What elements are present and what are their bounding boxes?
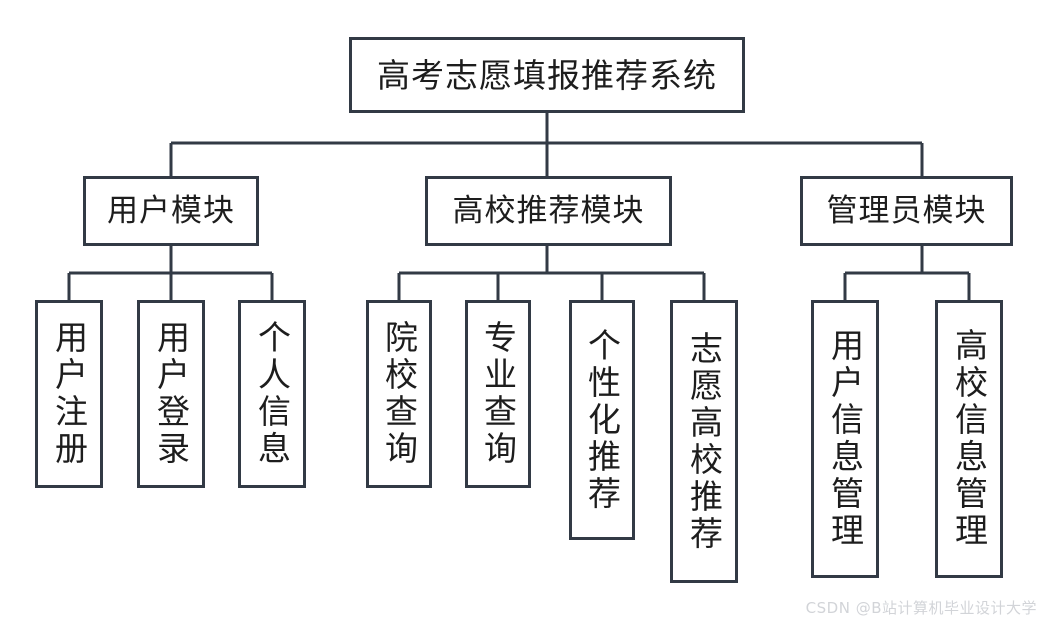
node-module-user[interactable]: 用户模块 xyxy=(83,176,259,246)
node-leaf-school-query[interactable]: 院校查询 xyxy=(366,300,432,488)
node-leaf-user-login[interactable]: 用户登录 xyxy=(137,300,205,488)
node-leaf-personal-info[interactable]: 个人信息 xyxy=(238,300,306,488)
csdn-watermark: CSDN @B站计算机毕业设计大学 xyxy=(805,599,1037,617)
node-leaf-major-query[interactable]: 专业查询 xyxy=(465,300,531,488)
node-module-recommendation[interactable]: 高校推荐模块 xyxy=(425,176,672,246)
node-root-system[interactable]: 高考志愿填报推荐系统 xyxy=(349,37,745,113)
node-leaf-user-register[interactable]: 用户注册 xyxy=(35,300,103,488)
node-leaf-personalized-recommendation[interactable]: 个性化推荐 xyxy=(569,300,635,540)
node-leaf-user-info-management[interactable]: 用户信息管理 xyxy=(811,300,879,578)
node-leaf-school-info-management[interactable]: 高校信息管理 xyxy=(935,300,1003,578)
node-leaf-volunteer-school-recommendation[interactable]: 志愿高校推荐 xyxy=(670,300,738,583)
node-module-admin[interactable]: 管理员模块 xyxy=(800,176,1013,246)
